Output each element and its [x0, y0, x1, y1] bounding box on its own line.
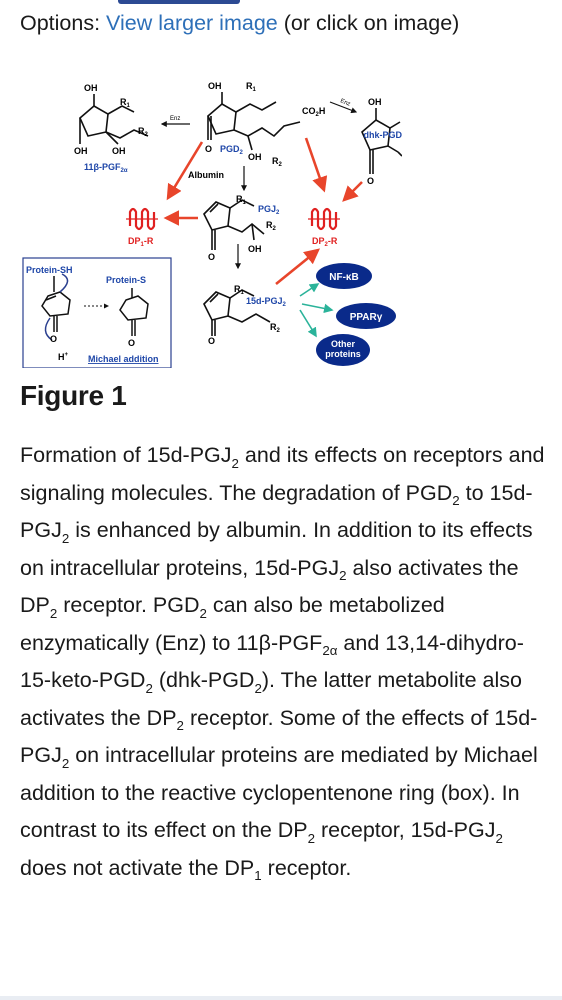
protein-s-label: Protein-S [106, 275, 146, 285]
bottom-bar [0, 996, 562, 1000]
oh-label: OH [248, 152, 262, 162]
view-larger-image-link[interactable]: View larger image [106, 11, 278, 35]
oh-label: OH [368, 97, 382, 107]
figure-image[interactable]: OH R1 R2 OH OH 11β-PGF2α Enz OH R1 CO2H … [22, 78, 403, 369]
r1-label: R1 [246, 81, 257, 93]
oh-label: OH [248, 244, 262, 254]
pgd2-label: PGD2 [220, 144, 244, 156]
oh-label: OH [84, 83, 98, 93]
o-label: O [208, 252, 215, 262]
ppar-oval [336, 303, 396, 329]
dp1r-label: DP1-R [128, 236, 154, 248]
o-label: O [367, 176, 374, 186]
other-proteins-oval [316, 334, 370, 366]
r1-label: R1 [120, 97, 131, 109]
nfkb-label: NF-κB [329, 272, 358, 283]
r2-label: R2 [138, 126, 149, 138]
o-label: O [208, 336, 215, 346]
michael-addition-label: Michael addition [88, 354, 159, 364]
dhk-structure [361, 108, 403, 174]
figure-caption: Formation of 15d-PGJ2 and its effects on… [20, 443, 545, 884]
ppar-label: PPARγ [350, 312, 383, 323]
o-label: O [50, 334, 57, 344]
green-arrow-nfkb [299, 283, 320, 297]
protein-sh-label: Protein-SH [26, 265, 73, 275]
hplus-label: H+ [58, 352, 69, 362]
o-label: O [205, 144, 212, 154]
oh-label: OH [112, 146, 126, 156]
dp1-receptor-icon [126, 207, 158, 231]
r2-label: R2 [266, 220, 277, 232]
dp2r-label: DP2-R [312, 236, 338, 248]
oh-label: OH [208, 81, 222, 91]
pgf-label: 11β-PGF2α [84, 162, 128, 174]
o-label: O [128, 338, 135, 348]
nfkb-oval [316, 263, 372, 289]
red-arrow-pgd2-dp2 [304, 137, 328, 193]
pathway-diagram: OH R1 R2 OH OH 11β-PGF2α Enz OH R1 CO2H … [22, 81, 403, 369]
dp2-receptor-icon [308, 207, 340, 231]
pgf-structure [79, 94, 149, 145]
15d-pgj2-label: 15d-PGJ2 [246, 296, 287, 308]
options-prefix: Options: [20, 11, 107, 35]
pgj2-structure [203, 199, 265, 250]
red-arrow-15d-dp2 [275, 248, 321, 286]
15d-pgj2-structure [203, 289, 271, 336]
pgj2-label: PGJ2 [258, 204, 280, 216]
red-arrow-pgd2-dp1 [166, 141, 204, 201]
enz-arrow-right [329, 101, 358, 114]
figure-title: Figure 1 [20, 380, 127, 411]
green-arrow-ppar [301, 303, 334, 314]
co2h-label: CO2H [302, 106, 325, 118]
options-line: Options: View larger image (or click on … [20, 6, 550, 40]
dhk-label: dhk-PGD [363, 130, 402, 140]
top-bar [0, 0, 562, 4]
pgd2-structure [207, 92, 301, 151]
r2-label: R2 [270, 322, 281, 334]
enz-label: Enz [339, 98, 351, 107]
red-arrow-dhk-dp2 [342, 181, 363, 202]
r2-label: R2 [272, 156, 283, 168]
box-structures [41, 273, 149, 341]
active-tab-indicator [118, 0, 240, 4]
green-arrow-other [299, 309, 317, 338]
albumin-label: Albumin [188, 170, 224, 180]
options-suffix: (or click on image) [277, 11, 460, 35]
enz-label: Enz [170, 116, 180, 122]
r1-label: R1 [234, 284, 245, 296]
oh-label: OH [74, 146, 88, 156]
r1-label: R1 [236, 194, 247, 206]
